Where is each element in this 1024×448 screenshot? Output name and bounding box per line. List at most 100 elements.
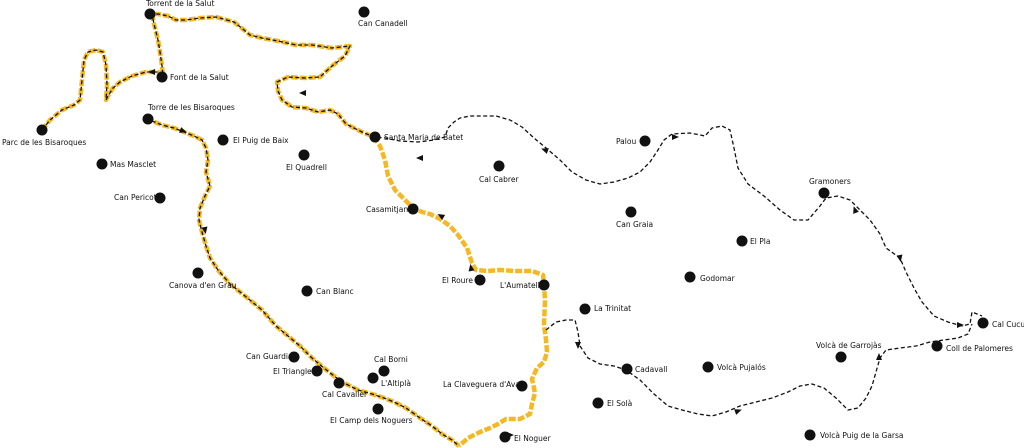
place-label: Torrent de la Salut [145,0,214,8]
place-marker[interactable] [625,206,637,218]
place-marker[interactable] [516,380,528,392]
place-marker[interactable] [154,192,166,204]
place-volca-de-garrojas[interactable]: Volcà de Garrojàs [816,341,882,363]
place-label: Cadavall [635,365,667,374]
place-label: El Roure [442,276,473,285]
place-label: L'Aumatell [500,281,540,290]
place-marker[interactable] [333,377,345,389]
place-laltipla[interactable]: L'Altiplà [367,372,411,389]
place-cal-cavaller[interactable]: Cal Cavaller [322,377,368,400]
place-marker[interactable] [538,279,550,291]
place-label: El Solà [607,399,632,408]
place-el-camp-dels-noguers[interactable]: El Camp dels Noguers [330,403,413,426]
place-torre-de-les-bisaroques[interactable]: Torre de les Bisaroques [142,103,235,125]
place-palou[interactable]: Palou [616,135,651,147]
place-marker[interactable] [931,340,943,352]
place-label: Can Blanc [316,287,354,296]
place-marker[interactable] [369,131,381,143]
place-casamitjana[interactable]: Casamitjana [366,203,419,215]
place-marker[interactable] [407,203,419,215]
direction-arrow-icon [468,264,475,272]
place-label: El Triangle [273,367,312,376]
direction-arrow-icon [876,353,882,360]
place-marker[interactable] [684,271,696,283]
place-label: Coll de Palomeres [946,344,1013,353]
place-el-roure[interactable]: El Roure [442,274,486,286]
place-marker[interactable] [311,365,323,377]
place-can-guardia[interactable]: Can Guardia [246,351,300,363]
place-marker[interactable] [367,372,379,384]
direction-arrow-icon [416,155,423,161]
place-marker[interactable] [621,363,633,375]
place-el-quadrell[interactable]: El Quadrell [286,149,327,173]
direction-arrow-icon [201,226,208,234]
place-coll-de-palomeres[interactable]: Coll de Palomeres [931,340,1014,354]
place-marker[interactable] [372,403,384,415]
place-label: Gramoners [809,177,851,186]
place-la-trinitat[interactable]: La Trinitat [579,303,632,315]
place-el-noguer[interactable]: El Noguer [499,431,552,444]
direction-arrow-icon [299,90,306,96]
place-can-blanc[interactable]: Can Blanc [301,285,354,297]
place-marker[interactable] [579,303,591,315]
place-marker[interactable] [144,8,156,20]
direction-arrow-icon [853,206,859,214]
place-mas-masclet[interactable]: Mas Masclet [96,158,157,170]
place-marker[interactable] [639,135,651,147]
place-marker[interactable] [156,71,168,83]
place-marker[interactable] [301,285,313,297]
place-la-claveguera-davall[interactable]: La Claveguera d'Avall [443,380,528,392]
place-torrent-de-la-salut[interactable]: Torrent de la Salut [144,0,215,20]
place-marker[interactable] [702,361,714,373]
place-marker[interactable] [499,431,511,443]
track-main [41,13,983,327]
direction-arrow-icon [957,322,964,328]
place-marker[interactable] [977,317,989,329]
place-marker[interactable] [474,274,486,286]
place-marker[interactable] [36,124,48,136]
place-marker[interactable] [142,113,154,125]
place-marker[interactable] [804,429,816,441]
place-marker[interactable] [298,149,310,161]
place-marker[interactable] [592,397,604,409]
place-label: El Camp dels Noguers [330,416,413,425]
place-label: La Trinitat [594,304,631,313]
place-marker[interactable] [736,235,748,247]
place-marker[interactable] [358,6,370,18]
place-santa-maria-de-batet[interactable]: Santa Maria de Batet [369,131,464,143]
place-marker[interactable] [288,351,300,363]
place-label: Cal Cucut [992,320,1024,329]
place-can-pericot[interactable]: Can Pericot [114,192,166,204]
place-label: Can Canadell [358,19,408,28]
place-label: Canova d'en Grau [169,281,237,290]
place-marker[interactable] [493,160,505,172]
place-cal-cabrer[interactable]: Cal Cabrer [479,160,519,185]
place-el-pla[interactable]: El Pla [736,235,771,247]
place-canova-den-grau[interactable]: Canova d'en Grau [169,267,237,291]
place-parc-de-les-bisaroques[interactable]: Parc de les Bisaroques [2,124,86,148]
place-marker[interactable] [835,351,847,363]
place-label: Volcà Puig de la Garsa [820,431,904,440]
direction-arrow-icon [672,134,679,140]
place-marker[interactable] [378,365,390,377]
place-marker[interactable] [192,267,204,279]
place-can-canadell[interactable]: Can Canadell [358,6,408,29]
place-el-sola[interactable]: El Solà [592,397,633,409]
place-gramoners[interactable]: Gramoners [809,177,851,199]
place-marker[interactable] [818,187,830,199]
place-laumatell[interactable]: L'Aumatell [500,279,550,291]
place-font-de-la-salut[interactable]: Font de la Salut [156,71,229,83]
track-east-loop [545,319,973,417]
place-can-graia[interactable]: Can Graia [616,206,653,230]
place-marker[interactable] [217,134,229,146]
place-marker[interactable] [96,158,108,170]
place-cadavall[interactable]: Cadavall [621,363,668,375]
place-cal-borni[interactable]: Cal Borni [374,355,408,377]
place-godomar[interactable]: Godomar [684,271,736,284]
place-volca-puig-de-la-garsa[interactable]: Volcà Puig de la Garsa [804,429,904,441]
place-cal-cucut[interactable]: Cal Cucut [977,317,1024,330]
direction-arrow-icon [541,148,549,154]
place-el-puig-de-baix[interactable]: El Puig de Baix [217,134,290,146]
place-volca-pujalos[interactable]: Volcà Pujalós [702,361,766,373]
place-el-triangle[interactable]: El Triangle [273,365,323,377]
